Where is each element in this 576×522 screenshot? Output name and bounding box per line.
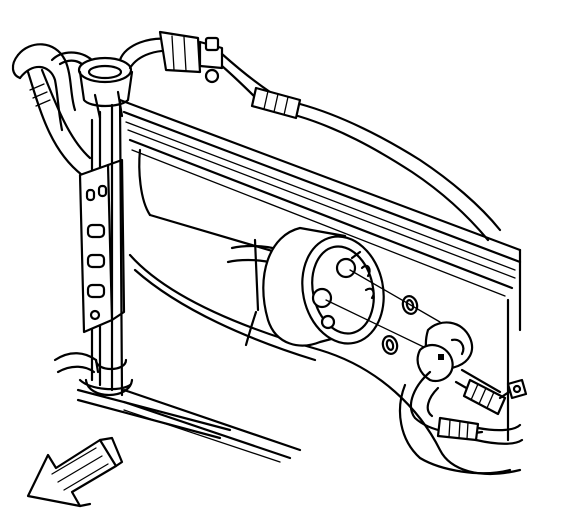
- o-ring-seals: [381, 295, 419, 355]
- radiator-hose-lower: [53, 352, 100, 374]
- refrigerant-line-upper: [118, 30, 502, 242]
- accumulator-drier: [226, 226, 385, 347]
- radiator-core: [76, 98, 522, 475]
- retaining-bolt: [498, 378, 528, 400]
- front-direction-arrow-icon: [26, 436, 124, 508]
- alignment-lines: [325, 269, 441, 351]
- line-fitting-block: [416, 321, 474, 383]
- refrigerant-line-lower: [398, 368, 524, 475]
- radiator-filler-neck: [77, 56, 134, 120]
- radiator-hose-upper: [11, 43, 94, 177]
- mounting-bracket: [78, 158, 126, 334]
